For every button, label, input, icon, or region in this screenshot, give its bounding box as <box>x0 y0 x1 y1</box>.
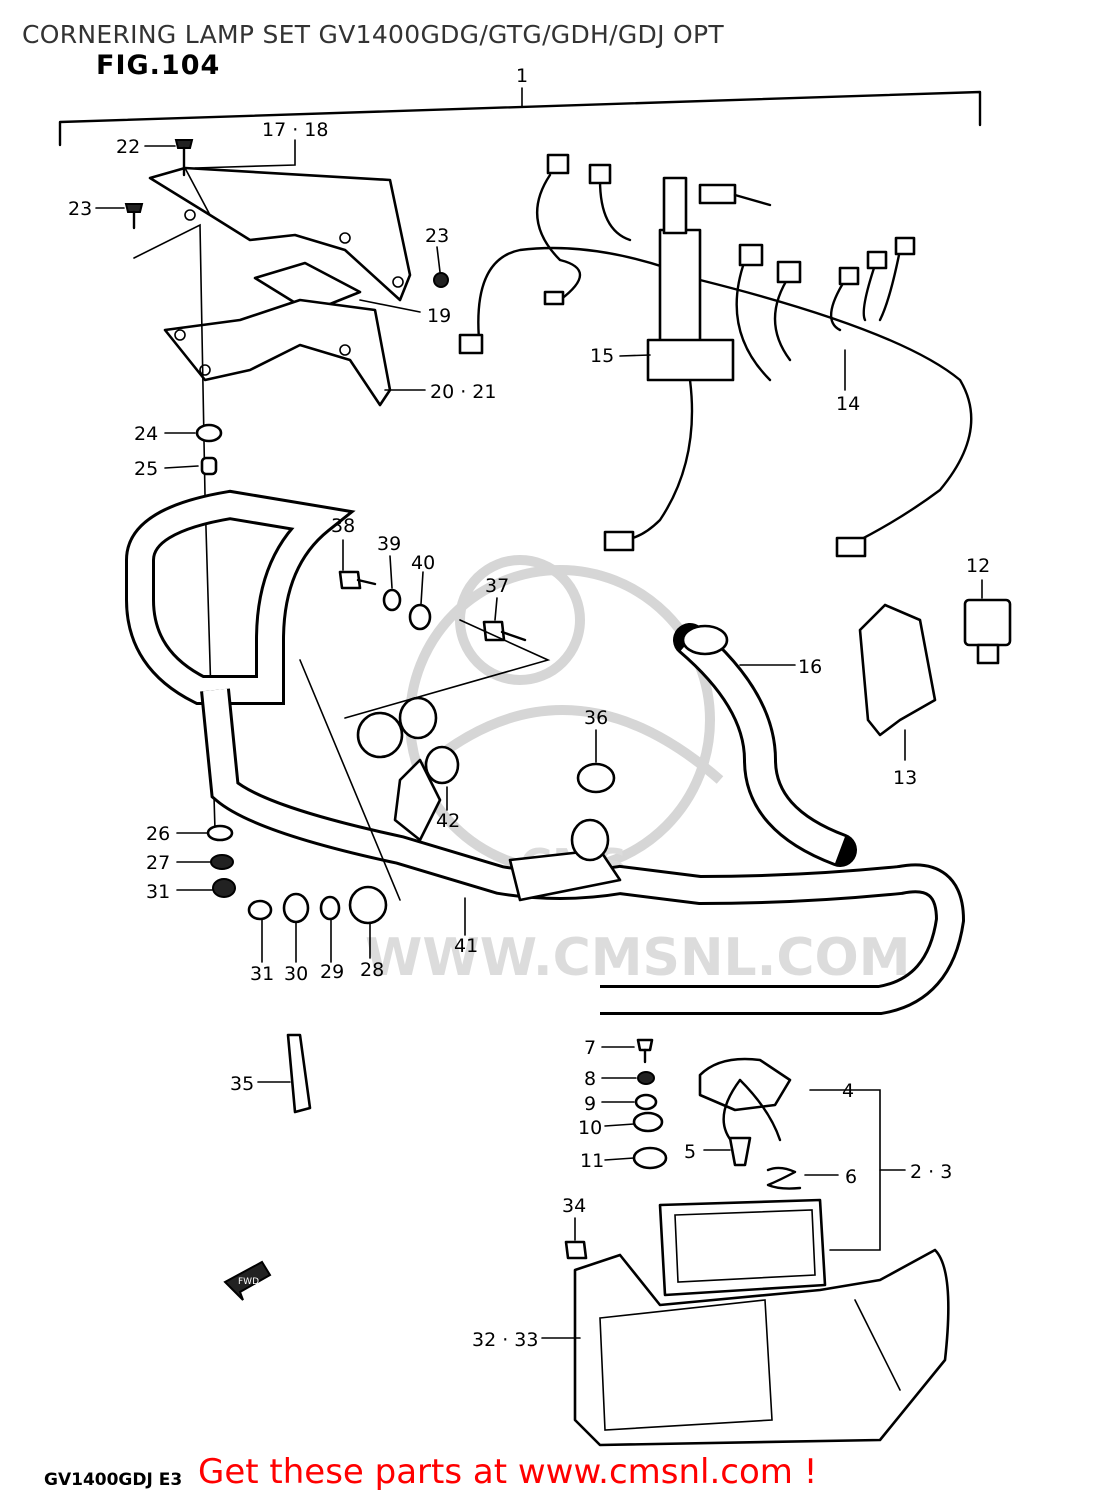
callout-32-33: 32 · 33 <box>472 1329 538 1351</box>
damper-42 <box>424 745 460 785</box>
forward-arrow-label: FWD <box>238 1277 259 1287</box>
callout-35: 35 <box>230 1073 254 1095</box>
callout-29: 29 <box>320 961 344 983</box>
callout-6: 6 <box>845 1166 857 1188</box>
cap-36 <box>576 762 616 794</box>
callout-16: 16 <box>798 656 822 678</box>
callout-41: 41 <box>454 935 478 957</box>
lower-bracket <box>163 298 392 407</box>
screw-23 <box>124 203 144 213</box>
callout-38: 38 <box>331 515 355 537</box>
nut-31a <box>212 878 236 898</box>
callout-31-bottom: 31 <box>250 963 274 985</box>
cornering-lamp <box>573 1057 950 1447</box>
relay <box>963 598 1012 647</box>
clip-35 <box>286 1033 312 1114</box>
callout-4: 4 <box>842 1080 854 1102</box>
parts-link-banner[interactable]: Get these parts at www.cmsnl.com ! <box>198 1452 818 1492</box>
figure-label: FIG.104 <box>96 50 221 81</box>
damper-24 <box>195 423 223 443</box>
callout-31-left: 31 <box>146 881 170 903</box>
watermark-url: WWW.CMSNL.COM <box>365 928 910 988</box>
nut-11 <box>632 1146 668 1170</box>
bulb-5 <box>728 1136 752 1167</box>
callout-34: 34 <box>562 1195 586 1217</box>
callout-7: 7 <box>584 1037 596 1059</box>
callout-11: 11 <box>580 1150 604 1172</box>
washer-10 <box>632 1111 664 1133</box>
nut-23 <box>433 272 449 288</box>
collar-28 <box>348 885 388 925</box>
callout-24: 24 <box>134 423 158 445</box>
callout-30: 30 <box>284 963 308 985</box>
washer-30 <box>282 892 310 924</box>
page-title: CORNERING LAMP SET GV1400GDG/GTG/GDH/GDJ… <box>22 20 724 49</box>
callout-22: 22 <box>116 136 140 158</box>
washer-29 <box>319 895 341 921</box>
callout-42: 42 <box>436 810 460 832</box>
callout-14: 14 <box>836 393 860 415</box>
callout-5: 5 <box>684 1141 696 1163</box>
plate <box>253 261 362 314</box>
collar-25 <box>200 456 218 476</box>
bolt-38 <box>338 570 362 590</box>
callout-37: 37 <box>485 575 509 597</box>
callout-10: 10 <box>578 1117 602 1139</box>
callout-9: 9 <box>584 1093 596 1115</box>
callout-8: 8 <box>584 1068 596 1090</box>
nut-8 <box>637 1071 655 1085</box>
wiring-harness <box>458 153 973 558</box>
callout-12: 12 <box>966 555 990 577</box>
screw-7 <box>636 1038 654 1052</box>
callout-26: 26 <box>146 823 170 845</box>
washer-39 <box>382 588 402 612</box>
washer-9 <box>634 1093 658 1111</box>
callout-labels: 1 17 · 18 22 23 23 19 20 · 21 24 25 15 1… <box>68 65 990 1351</box>
callout-1: 1 <box>516 65 528 87</box>
callout-36: 36 <box>584 707 608 729</box>
leader-lines <box>95 139 983 1339</box>
relay-bracket <box>858 603 937 737</box>
callout-39: 39 <box>377 533 401 555</box>
callout-23-left: 23 <box>68 198 92 220</box>
nut-31b <box>247 899 273 921</box>
set-bracket <box>58 90 982 147</box>
washer-27 <box>210 854 234 870</box>
washer-26 <box>206 824 234 842</box>
model-code: GV1400GDJ E3 <box>44 1470 183 1490</box>
callout-20-21: 20 · 21 <box>430 381 496 403</box>
callout-2-3: 2 · 3 <box>910 1161 952 1183</box>
bolt-37 <box>482 620 506 642</box>
callout-25: 25 <box>134 458 158 480</box>
callout-28: 28 <box>360 959 384 981</box>
callout-15: 15 <box>590 345 614 367</box>
callout-19: 19 <box>427 305 451 327</box>
screw-22 <box>174 139 194 149</box>
callout-17-18: 17 · 18 <box>262 119 328 141</box>
washer-40 <box>408 603 432 631</box>
upper-bracket <box>148 166 412 302</box>
engine-guard <box>125 489 966 1015</box>
callout-27: 27 <box>146 852 170 874</box>
callout-40: 40 <box>411 552 435 574</box>
bolt-34 <box>564 1240 588 1260</box>
forward-arrow-icon: FWD <box>223 1260 272 1301</box>
callout-23-right: 23 <box>425 225 449 247</box>
callout-13: 13 <box>893 767 917 789</box>
